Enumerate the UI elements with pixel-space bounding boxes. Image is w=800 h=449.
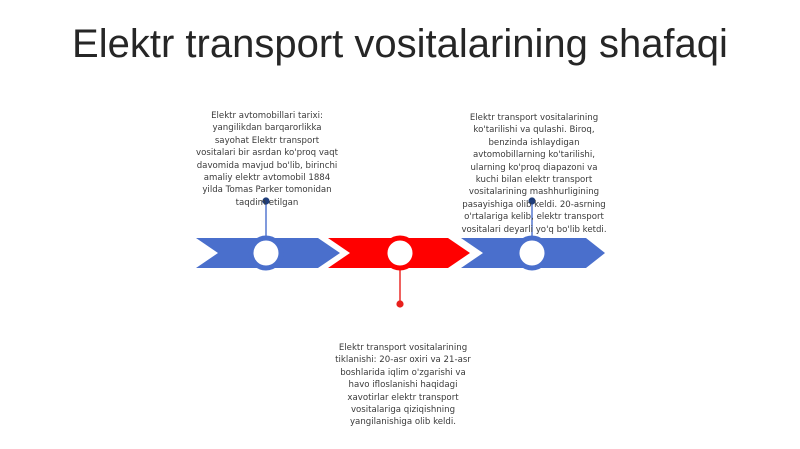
- slide-title: Elektr transport vositalarining shafaqi: [72, 22, 728, 66]
- connector-dot-2: [396, 300, 404, 308]
- milestone-ring-2: [382, 235, 418, 271]
- milestone-ring-3: [514, 235, 550, 271]
- callout-history: Elektr avtomobillari tarixi: yangilikdan…: [196, 111, 338, 208]
- callout-revival: Elektr transport vositalarining tiklanis…: [335, 343, 471, 428]
- connector-dot-3: [528, 197, 536, 205]
- connector-dot-1: [262, 197, 270, 205]
- callout-decline: Elektr transport vositalarining ko'taril…: [461, 113, 607, 235]
- milestone-ring-1: [248, 235, 284, 271]
